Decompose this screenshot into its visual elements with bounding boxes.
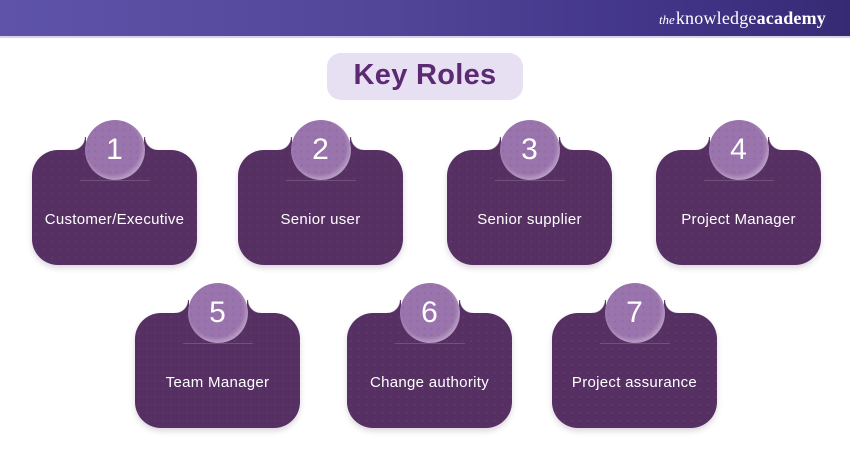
role-label: Project assurance (571, 374, 698, 391)
role-card-3: 3 Senior supplier (447, 120, 612, 265)
role-number-badge: 2 (290, 120, 351, 180)
card-shoulder-left (486, 137, 501, 151)
role-label: Team Manager (165, 374, 270, 391)
card-shoulder-left (71, 137, 86, 151)
card-divider (494, 180, 565, 181)
card-divider (703, 180, 774, 181)
card-divider (79, 180, 150, 181)
role-number-badge: 4 (708, 120, 769, 180)
role-label: Project Manager (681, 211, 796, 228)
card-shoulder-right (767, 137, 782, 151)
card-shoulder-left (174, 300, 189, 314)
role-number-badge: 3 (499, 120, 560, 180)
logo-the: the (658, 12, 675, 27)
role-card-7: 7 Project assurance (552, 283, 717, 428)
role-card-1: 1 Customer/Executive (32, 120, 197, 265)
role-number-badge: 5 (187, 283, 248, 343)
card-shoulder-left (277, 137, 292, 151)
role-number-badge: 1 (84, 120, 145, 180)
card-shoulder-left (386, 300, 401, 314)
card-shoulder-left (695, 137, 710, 151)
role-card-6: 6 Change authority (347, 283, 512, 428)
title-row: Key Roles (0, 53, 850, 100)
role-label: Change authority (369, 374, 490, 391)
card-shoulder-right (663, 300, 678, 314)
card-shoulder-right (458, 300, 473, 314)
role-number-badge: 7 (604, 283, 665, 343)
role-card-4: 4 Project Manager (656, 120, 821, 265)
role-label: Senior supplier (477, 211, 582, 228)
role-card-2: 2 Senior user (238, 120, 403, 265)
card-shoulder-left (591, 300, 606, 314)
role-number-badge: 6 (399, 283, 460, 343)
role-card-5: 5 Team Manager (135, 283, 300, 428)
card-divider (599, 343, 670, 344)
role-label: Customer/Executive (44, 211, 185, 228)
card-divider (394, 343, 465, 344)
card-shoulder-right (143, 137, 158, 151)
card-divider (182, 343, 253, 344)
logo-academy: academy (756, 8, 826, 28)
card-shoulder-right (349, 137, 364, 151)
page-title: Key Roles (326, 53, 524, 100)
card-divider (285, 180, 356, 181)
card-shoulder-right (246, 300, 261, 314)
role-label: Senior user (280, 211, 361, 228)
logo-knowledge: knowledge (675, 8, 757, 28)
card-shoulder-right (558, 137, 573, 151)
